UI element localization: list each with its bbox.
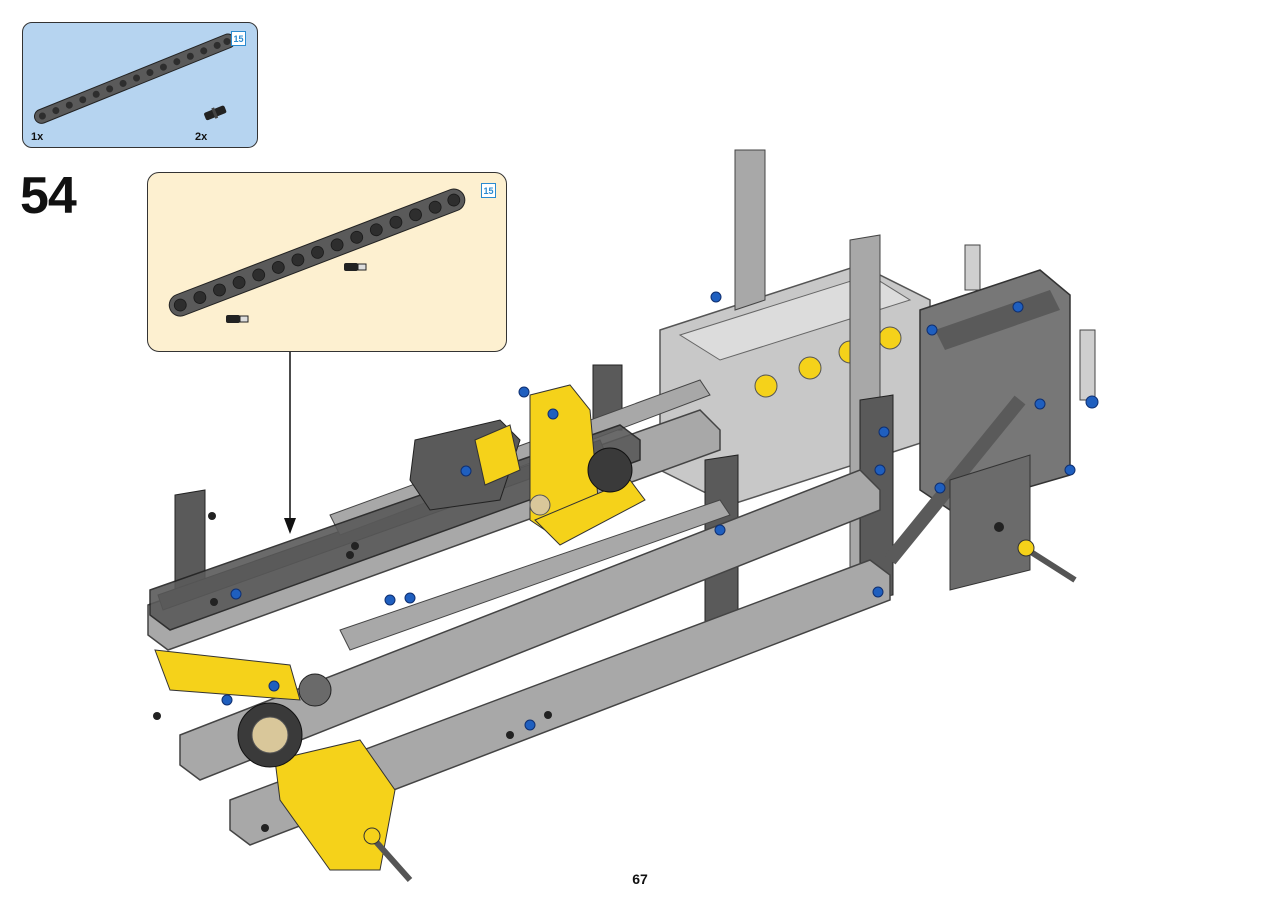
callout-pin-left-icon [226,315,249,323]
page-number: 67 [632,871,648,887]
technic-beam-15-icon [33,33,236,124]
long-side-beams [147,379,891,846]
callout-length-badge: 15 [481,183,496,198]
callout-art [168,188,466,323]
callout-beam-icon [168,188,466,317]
callout-pin-right-icon [344,263,367,271]
black-pins [153,512,1004,832]
parts-list-art [33,33,236,124]
friction-pin-icon [204,105,227,121]
gearbox-assembly [409,384,646,546]
step-number: 54 [20,167,77,225]
blue-pins [221,291,1099,731]
parts-list-panel: 15 1x 2x [22,22,258,148]
front-axle-assembly [154,649,413,882]
beam-length-badge: 15 [231,31,246,46]
rear-frame [884,269,1077,591]
quantity-pin: 2x [195,131,208,143]
quantity-beam: 1x [31,131,44,143]
placement-arrow [284,352,296,534]
sub-assembly-callout: 15 [147,172,507,352]
